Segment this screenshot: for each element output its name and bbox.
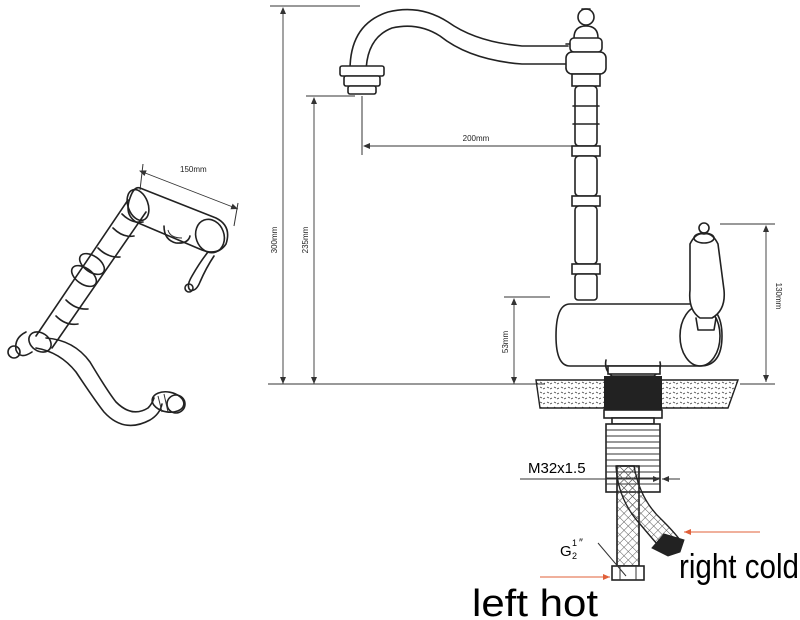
side-view-drawing: [268, 5, 775, 581]
dim-200mm-label: 200mm: [463, 134, 490, 143]
connector-fraction-numerator: 1: [572, 538, 577, 548]
left-hot-label: left hot: [472, 583, 598, 620]
right-cold-label: right cold: [679, 548, 799, 586]
dim-130mm-label: 130mm: [774, 283, 783, 310]
thread-size-label: M32x1.5: [528, 460, 586, 477]
connector-size-label: G 1 2 ″: [560, 537, 583, 561]
dim-300mm-label: 300mm: [270, 226, 279, 253]
dim-53mm-label: 53mm: [501, 331, 510, 354]
connector-inch-mark: ″: [579, 537, 583, 549]
connector-fraction-denominator: 2: [572, 551, 577, 561]
connector-letter: G: [560, 543, 572, 560]
dim-235mm-label: 235mm: [301, 226, 310, 253]
dim-150mm-label: 150mm: [180, 165, 207, 174]
top-view-drawing: [7, 163, 239, 427]
